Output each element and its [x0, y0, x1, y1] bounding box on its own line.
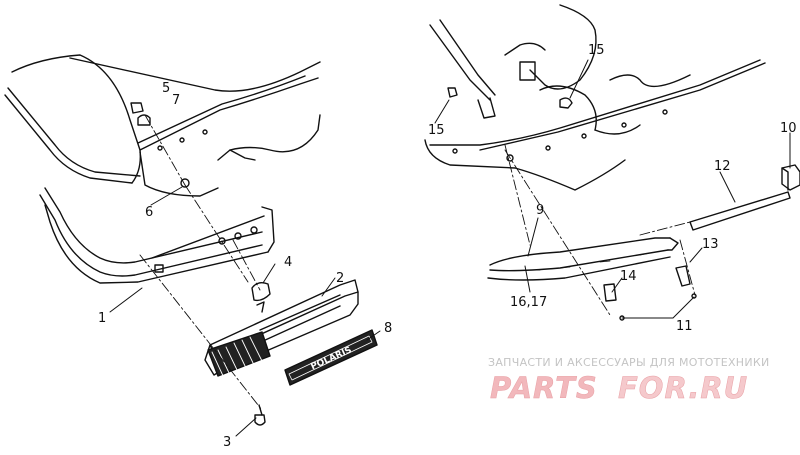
callout-13: 13: [702, 237, 719, 252]
callout-3: 3: [223, 435, 231, 450]
watermark-logo-left: PARTS: [490, 371, 598, 405]
fasteners-right: [603, 265, 697, 321]
callout-8: 8: [384, 321, 392, 336]
callout-16-17: 16,17: [510, 295, 547, 310]
leader-lines-left: [109, 186, 381, 437]
watermark-tagline: ЗАПЧАСТИ И АКСЕССУАРЫ ДЛЯ МОТОТЕХНИКИ: [488, 356, 770, 369]
callout-7: 7: [172, 93, 180, 108]
leader-lines-right: [434, 59, 791, 319]
callout-14: 14: [620, 269, 637, 284]
body-panel-right: [424, 59, 766, 191]
frame-right: [429, 4, 691, 119]
assembly-lines-left: [139, 114, 263, 411]
bumper-1: [39, 187, 275, 284]
callout-15-left: 15: [428, 123, 445, 138]
bumper-9: [487, 237, 679, 281]
callout-9: 9: [536, 203, 544, 218]
callout-10: 10: [780, 121, 797, 136]
handle-2: [204, 279, 359, 379]
callout-5: 5: [162, 81, 170, 96]
fasteners-left: [130, 102, 271, 426]
callout-1: 1: [98, 311, 106, 326]
strap-12: [689, 191, 791, 231]
callout-12: 12: [714, 159, 731, 174]
watermark: ЗАПЧАСТИ И АКСЕССУАРЫ ДЛЯ МОТОТЕХНИКИ PA…: [488, 356, 770, 405]
hood-nose: [4, 54, 321, 197]
callout-4: 4: [284, 255, 292, 270]
callout-15-right: 15: [588, 43, 605, 58]
assembly-lines-right: [504, 144, 696, 316]
emblem-8: [284, 329, 378, 386]
bracket-10: [781, 164, 800, 191]
callout-2: 2: [336, 271, 344, 286]
watermark-logo-right: FOR.RU: [618, 371, 748, 405]
callout-6: 6: [145, 205, 153, 220]
callout-11: 11: [676, 319, 693, 334]
